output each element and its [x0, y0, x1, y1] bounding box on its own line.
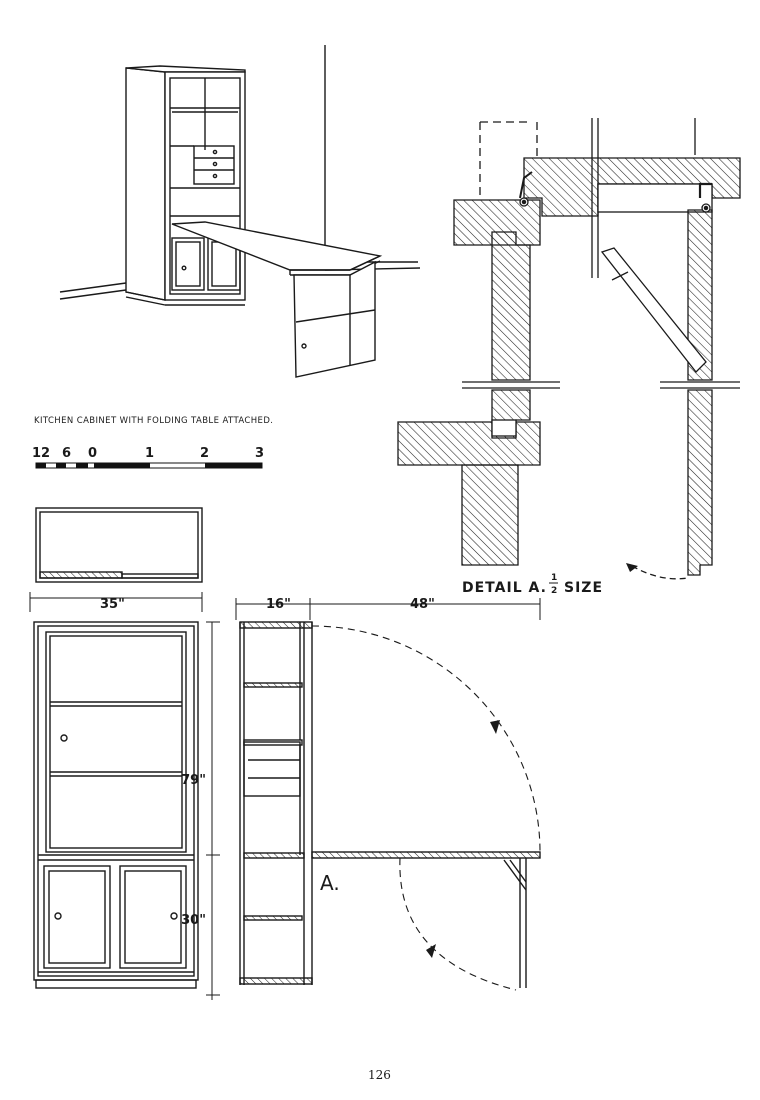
arrow-icon — [626, 563, 638, 572]
caption: KITCHEN CABINET WITH FOLDING TABLE ATTAC… — [34, 416, 273, 426]
dim-height-total: 79" — [181, 773, 206, 788]
dimension-height — [206, 621, 220, 1000]
dimension-width — [29, 592, 541, 620]
scale-bar: 12 6 0 1 2 3 — [32, 446, 264, 469]
scale-label: 6 — [62, 446, 71, 461]
dim-height-table: 30" — [181, 913, 206, 928]
detail-label-denominator: 2 — [551, 586, 557, 596]
page-number: 126 — [368, 1068, 391, 1082]
dim-depth-side: 16" — [266, 597, 291, 612]
plan-view — [35, 507, 203, 583]
arrow-icon — [426, 720, 500, 958]
detail-label-numerator: 1 — [551, 573, 557, 583]
scale-label: 1 — [145, 446, 154, 461]
scale-label: 0 — [88, 446, 97, 461]
swing-arcs — [311, 625, 541, 991]
detail-label: DETAIL A. 1 2 SIZE — [462, 573, 603, 596]
dim-table-length: 48" — [410, 597, 435, 612]
section-marker: A. — [320, 871, 340, 895]
detail-label-prefix: DETAIL A. — [462, 580, 547, 596]
side-section — [239, 621, 541, 988]
scale-label: 3 — [255, 446, 264, 461]
scale-label: 12 — [32, 446, 50, 461]
front-elevation — [33, 621, 199, 989]
detail-label-suffix: SIZE — [564, 580, 603, 596]
perspective-view — [59, 45, 421, 378]
detail-a — [397, 118, 741, 580]
scale-label: 2 — [200, 446, 209, 461]
dim-width-front: 35" — [100, 597, 125, 612]
